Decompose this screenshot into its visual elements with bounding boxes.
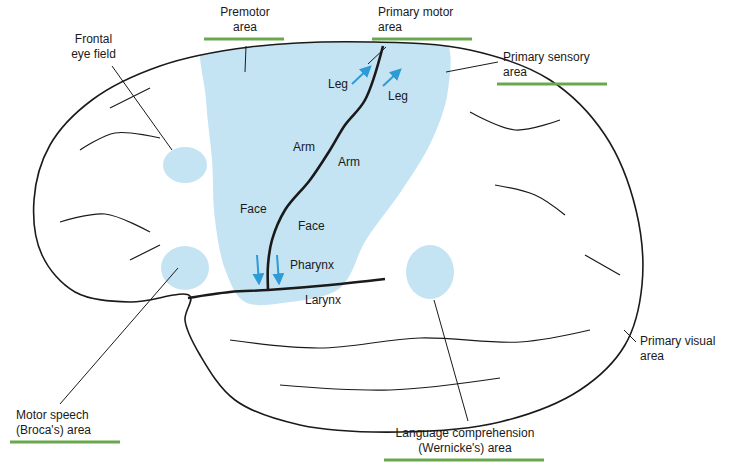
highlight-underline xyxy=(372,38,472,41)
direction-arrow xyxy=(277,255,279,283)
lateral-sulcus xyxy=(188,279,385,298)
area-label: Primary motor area xyxy=(378,5,468,35)
leader-line xyxy=(446,62,498,72)
direction-arrow xyxy=(352,67,370,84)
brain-outline xyxy=(34,42,643,432)
body-part-label: Arm xyxy=(293,140,315,155)
leader-line xyxy=(60,268,178,404)
central-sulcus xyxy=(268,46,383,290)
sulcus-line xyxy=(230,330,590,348)
body-part-label: Leg xyxy=(328,77,348,92)
leader-line xyxy=(368,47,386,64)
sulcus-line xyxy=(280,378,500,390)
area-label: Primary sensory area xyxy=(503,50,603,80)
body-part-label: Face xyxy=(240,202,267,217)
body-part-label: Pharynx xyxy=(290,258,334,273)
area-label: Language comprehension (Wernicke's) area xyxy=(390,426,540,456)
body-part-label: Face xyxy=(298,219,325,234)
body-part-label: Arm xyxy=(338,155,360,170)
area-label: Frontal eye field xyxy=(66,32,121,62)
leader-line xyxy=(624,330,636,342)
highlight-underline xyxy=(10,441,120,444)
area-label: Premotor area xyxy=(210,5,280,35)
sulcus-line xyxy=(495,185,565,215)
direction-arrow xyxy=(383,70,400,86)
leader-line xyxy=(434,300,468,421)
leader-line xyxy=(112,66,172,150)
direction-arrow xyxy=(257,255,259,283)
wernicke-area xyxy=(406,245,454,299)
sulcus-line xyxy=(470,112,560,130)
sulcus-line xyxy=(130,245,160,260)
frontal-eye-field-area xyxy=(163,147,207,183)
highlight-underline xyxy=(497,83,607,86)
area-label: Motor speech (Broca's) area xyxy=(16,408,116,438)
leader-line xyxy=(245,46,246,72)
highlight-underline xyxy=(204,38,284,41)
sulcus-line xyxy=(80,133,160,150)
sulcus-line xyxy=(585,255,620,275)
area-label: Primary visual area xyxy=(640,334,725,364)
body-part-label: Leg xyxy=(388,89,408,104)
sulcus-line xyxy=(60,214,150,232)
broca-area xyxy=(161,246,209,290)
highlight-underline xyxy=(384,459,544,462)
body-part-label: Larynx xyxy=(305,293,341,308)
